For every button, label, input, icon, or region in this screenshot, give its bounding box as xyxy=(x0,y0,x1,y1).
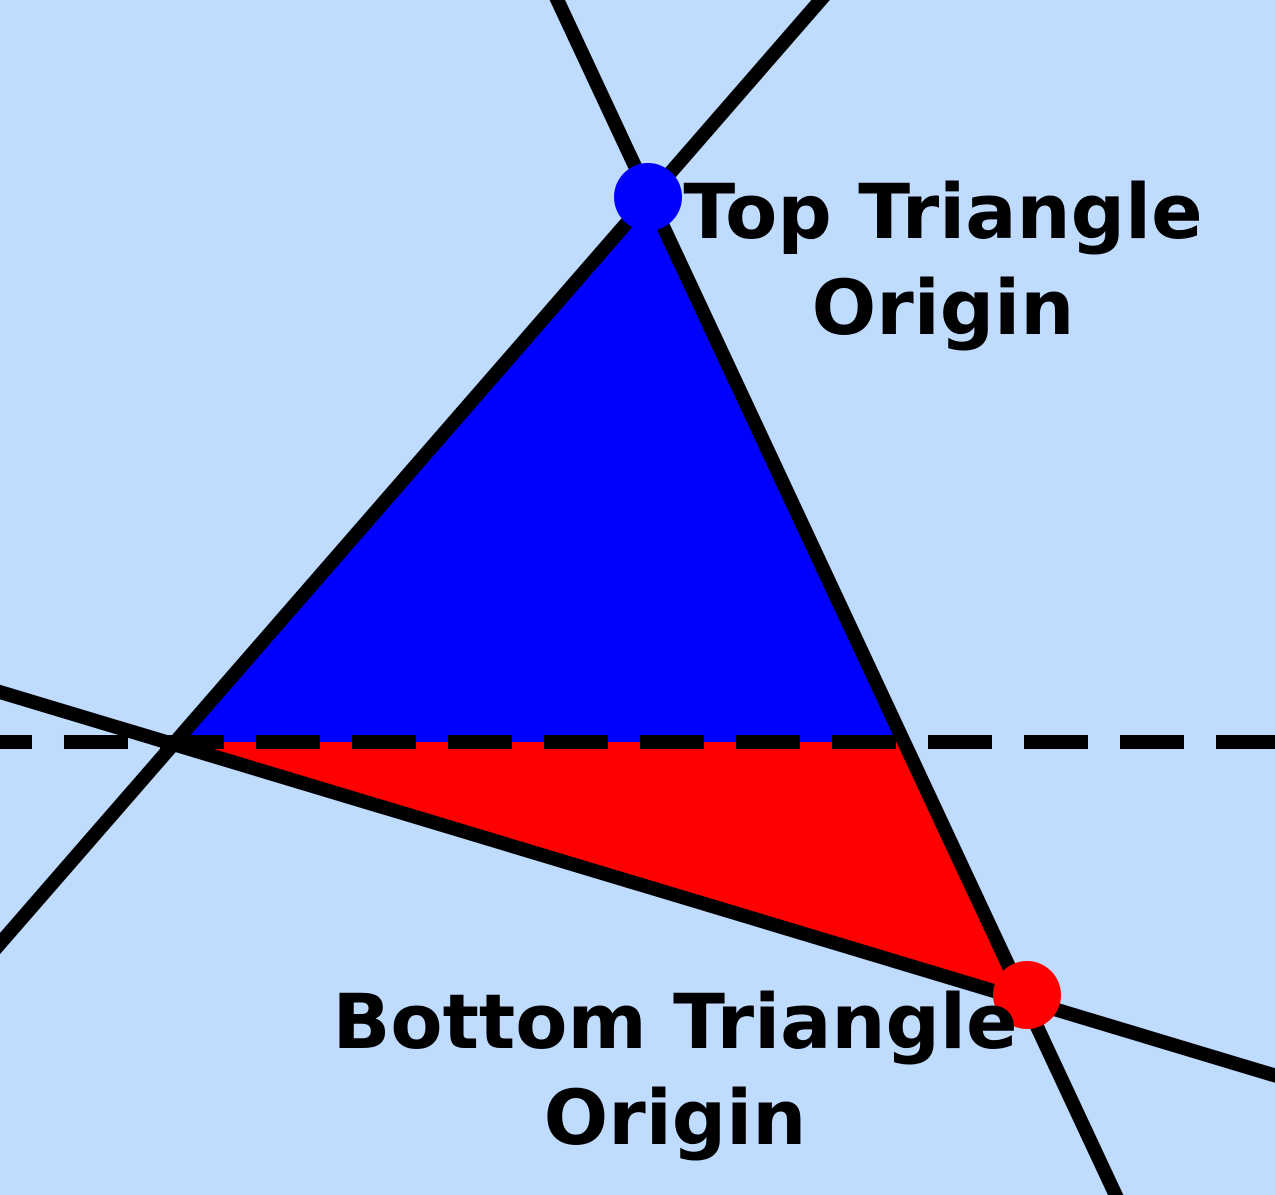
top-triangle xyxy=(173,197,900,742)
top-origin-dot xyxy=(614,163,682,231)
bottom-origin-label-line1: Bottom Triangle xyxy=(332,977,1017,1066)
bottom-origin-dot xyxy=(993,961,1061,1029)
top-origin-label-line2: Origin xyxy=(812,263,1075,352)
left-edge-line xyxy=(0,0,830,955)
bottom-origin-label-line2: Origin xyxy=(544,1073,807,1162)
top-origin-label-line1: Top Triangle xyxy=(683,167,1202,256)
bottom-edge-line xyxy=(0,684,1275,1083)
